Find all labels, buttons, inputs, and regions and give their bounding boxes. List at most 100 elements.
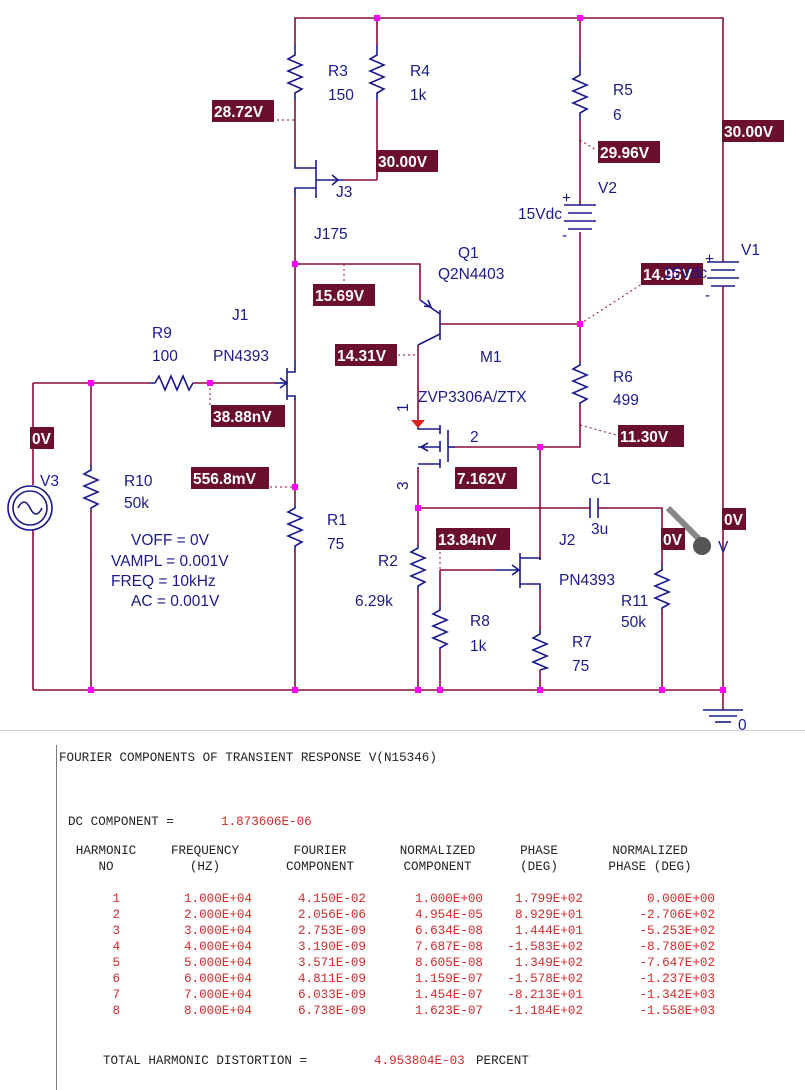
r1-name: R1 bbox=[327, 512, 347, 529]
table-cell: 3.571E-09 bbox=[297, 956, 366, 970]
table-cell: 6 bbox=[112, 972, 120, 986]
resistor-r3 bbox=[285, 45, 305, 100]
thd-value: 4.953804E-03 bbox=[374, 1054, 465, 1068]
table-cell: 7.687E-08 bbox=[414, 940, 483, 954]
j2-name: J2 bbox=[559, 532, 575, 549]
v2-value: 15Vdc bbox=[518, 206, 562, 223]
table-cell: -5.253E+02 bbox=[639, 924, 715, 938]
capacitor-c1 bbox=[589, 498, 608, 518]
r5-name: R5 bbox=[613, 82, 633, 99]
simulation-output-panel: FOURIER COMPONENTS OF TRANSIENT RESPONSE… bbox=[0, 730, 805, 1090]
table-cell: 1.000E+00 bbox=[414, 892, 483, 906]
r11-name: R11 bbox=[621, 593, 648, 610]
resistor-r8 bbox=[430, 605, 450, 650]
r2-name: R2 bbox=[378, 553, 398, 570]
m1-model: ZVP3306A/ZTX bbox=[418, 389, 527, 406]
j3-model: J175 bbox=[314, 226, 348, 243]
svg-text:29.96V: 29.96V bbox=[600, 145, 650, 162]
table-cell: 2.056E-06 bbox=[297, 908, 366, 922]
table-cell: -8.213E+01 bbox=[507, 988, 583, 1002]
table-cell: 1.444E+01 bbox=[514, 924, 583, 938]
svg-text:38.88nV: 38.88nV bbox=[213, 409, 272, 426]
voltage-flag: 7.162V bbox=[455, 467, 517, 489]
v2-name: V2 bbox=[598, 180, 617, 197]
j1-model: PN4393 bbox=[213, 348, 269, 365]
resistor-r7 bbox=[530, 630, 550, 671]
table-cell: 0.000E+00 bbox=[646, 892, 715, 906]
table-cell: 5.000E+04 bbox=[183, 956, 252, 970]
thd-unit: PERCENT bbox=[476, 1054, 529, 1068]
voltage-flag: 13.84nV bbox=[436, 528, 510, 550]
marker-icon bbox=[411, 420, 425, 428]
source-vampl: VAMPL = 0.001V bbox=[111, 553, 229, 570]
voltage-flag: 14.31V bbox=[335, 344, 397, 366]
table-cell: 8.605E-08 bbox=[414, 956, 483, 970]
table-cell: -1.578E+02 bbox=[507, 972, 583, 986]
table-cell: 6.000E+04 bbox=[183, 972, 252, 986]
voltage-flag: 29.96V bbox=[598, 141, 660, 163]
source-freq: FREQ = 10kHz bbox=[111, 573, 216, 590]
r6-value: 499 bbox=[613, 392, 639, 409]
r9-value: 100 bbox=[152, 348, 178, 365]
voltage-flag: 0V bbox=[30, 427, 54, 449]
j3-name: J3 bbox=[336, 184, 352, 201]
table-cell: -1.342E+03 bbox=[639, 988, 715, 1002]
table-cell: 3.000E+04 bbox=[183, 924, 252, 938]
voltage-flag: 556.8mV bbox=[191, 467, 269, 489]
j2-model: PN4393 bbox=[559, 572, 615, 589]
q1-name: Q1 bbox=[458, 245, 479, 262]
table-cell: 1.454E-07 bbox=[414, 988, 483, 1002]
table-cell: -1.184E+02 bbox=[507, 1004, 583, 1018]
table-cell: 2.000E+04 bbox=[183, 908, 252, 922]
component-labels: R3 150 R4 1k R5 6 J3 J175 V2 15Vdc + - V… bbox=[40, 63, 760, 730]
voltage-flag: 28.72V bbox=[212, 100, 274, 122]
table-cell: 1 bbox=[112, 892, 120, 906]
r2-value: 6.29k bbox=[355, 593, 393, 610]
svg-text:0V: 0V bbox=[32, 431, 52, 448]
table-cell: 3.190E-09 bbox=[297, 940, 366, 954]
m1-pin3: 3 bbox=[395, 481, 412, 490]
probe-leaders bbox=[209, 119, 663, 570]
v1-value: 15Vdc bbox=[663, 265, 707, 282]
c1-value: 3u bbox=[591, 521, 608, 538]
resistor-r5 bbox=[570, 60, 590, 120]
table-cell: 1.799E+02 bbox=[514, 892, 583, 906]
voltage-probe-icon[interactable] bbox=[665, 505, 711, 555]
voltage-flag: 30.00V bbox=[722, 120, 784, 142]
r8-name: R8 bbox=[470, 613, 490, 630]
table-cell: 6.033E-09 bbox=[297, 988, 366, 1002]
v1-name: V1 bbox=[741, 242, 760, 259]
svg-text:0V: 0V bbox=[724, 512, 744, 529]
svg-text:0V: 0V bbox=[663, 532, 683, 549]
table-cell: 4 bbox=[112, 940, 120, 954]
table-cell: 4.000E+04 bbox=[183, 940, 252, 954]
svg-text:30.00V: 30.00V bbox=[378, 154, 428, 171]
resistor-r1 bbox=[285, 505, 305, 550]
svg-text:556.8mV: 556.8mV bbox=[193, 471, 257, 488]
r3-value: 150 bbox=[328, 87, 354, 104]
wires bbox=[32, 17, 724, 710]
output-title: FOURIER COMPONENTS OF TRANSIENT RESPONSE… bbox=[59, 751, 437, 765]
v3-name: V3 bbox=[40, 473, 59, 490]
resistor-r10 bbox=[81, 465, 101, 510]
table-cell: 1.623E-07 bbox=[414, 1004, 483, 1018]
col-frequency: FREQUENCY(HZ) bbox=[170, 844, 240, 874]
resistor-r9 bbox=[150, 373, 194, 393]
table-cell: 6.634E-08 bbox=[414, 924, 483, 938]
svg-text:7.162V: 7.162V bbox=[457, 471, 507, 488]
j1-name: J1 bbox=[232, 307, 248, 324]
m1-pin2: 2 bbox=[470, 429, 479, 446]
ground-zero: 0 bbox=[738, 717, 747, 730]
circuit-schematic: 28.72V 30.00V 30.00V 29.96V 14.96V 15.69… bbox=[7, 15, 784, 730]
source-voff: VOFF = 0V bbox=[131, 532, 210, 549]
r3-name: R3 bbox=[328, 63, 348, 80]
table-cell: 8.000E+04 bbox=[183, 1004, 252, 1018]
svg-text:14.31V: 14.31V bbox=[337, 348, 387, 365]
